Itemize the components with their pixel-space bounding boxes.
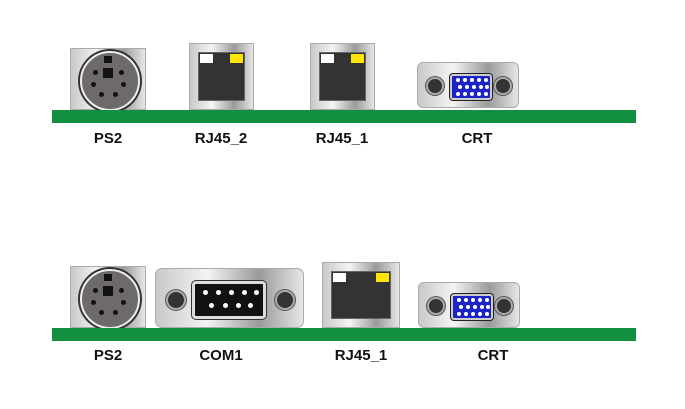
port-label: RJ45_1 — [334, 347, 388, 364]
led-activity-icon — [351, 54, 364, 63]
ps2-connector-icon — [80, 269, 140, 329]
rj45-2-port — [189, 43, 254, 110]
led-activity-icon — [376, 273, 389, 282]
board-edge — [52, 328, 636, 341]
screw-icon — [426, 77, 444, 95]
vga-connector-icon — [451, 294, 493, 320]
led-link-icon — [321, 54, 334, 63]
rj45-1-port — [322, 262, 400, 328]
screw-icon — [494, 77, 512, 95]
port-label: PS2 — [93, 130, 123, 147]
screw-icon — [427, 297, 445, 315]
rj45-socket-icon — [319, 52, 366, 101]
led-link-icon — [333, 273, 346, 282]
board-edge — [52, 110, 636, 123]
led-activity-icon — [230, 54, 243, 63]
rj45-socket-icon — [331, 271, 391, 319]
ps2-port — [70, 48, 146, 111]
ps2-connector-icon — [80, 51, 140, 111]
port-label: CRT — [477, 347, 509, 364]
screw-icon — [166, 290, 186, 310]
port-label: PS2 — [93, 347, 123, 364]
crt-port — [417, 62, 519, 108]
port-label: RJ45_2 — [194, 130, 248, 147]
rj45-socket-icon — [198, 52, 245, 101]
crt-port — [418, 282, 520, 328]
screw-icon — [275, 290, 295, 310]
rj45-1-port — [310, 43, 375, 110]
port-label: CRT — [461, 130, 493, 147]
port-label: RJ45_1 — [315, 130, 369, 147]
led-link-icon — [200, 54, 213, 63]
com1-port — [155, 268, 304, 328]
port-label: COM1 — [199, 347, 243, 364]
ps2-port — [70, 266, 146, 329]
db9-connector-icon — [192, 281, 266, 319]
vga-connector-icon — [450, 74, 492, 100]
screw-icon — [495, 297, 513, 315]
